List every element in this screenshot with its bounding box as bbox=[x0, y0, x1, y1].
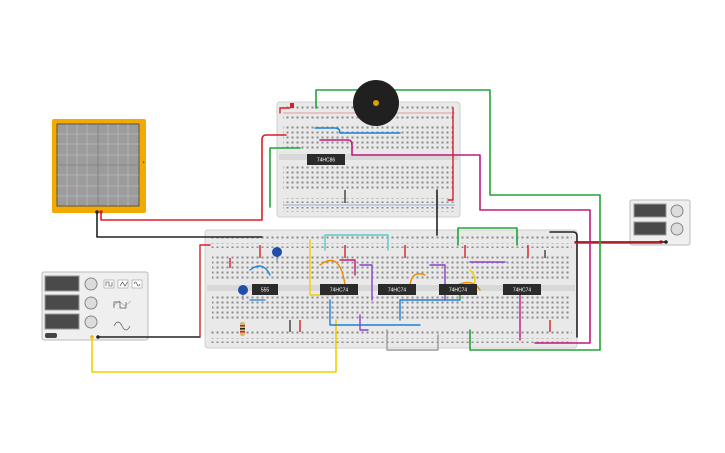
chip-label-555: 555 bbox=[261, 287, 270, 293]
oscilloscope[interactable]: ▸ bbox=[52, 119, 146, 214]
chip-label-74hc74-3: 74HC74 bbox=[449, 287, 468, 293]
chip-74hc74-2[interactable]: 74HC74 bbox=[378, 284, 416, 295]
wires[interactable] bbox=[91, 89, 667, 373]
buzzer[interactable] bbox=[353, 80, 399, 126]
chip-74hc74-3[interactable]: 74HC74 bbox=[439, 284, 477, 295]
svg-text:▸: ▸ bbox=[143, 160, 145, 164]
chip-74hc74-4[interactable]: 74HC74 bbox=[503, 284, 541, 295]
piezo-buzzer-icon bbox=[373, 100, 379, 106]
chip-label-74hc74-2: 74HC74 bbox=[388, 287, 407, 293]
chip-74hc74-1[interactable]: 74HC74 bbox=[320, 284, 358, 295]
chip-label-74hc86: 74HC86 bbox=[317, 157, 336, 163]
chip-label-74hc74-1: 74HC74 bbox=[330, 287, 349, 293]
power-supply[interactable] bbox=[629, 199, 691, 246]
triangle-wave-button[interactable] bbox=[117, 279, 129, 289]
power-switch[interactable] bbox=[45, 333, 57, 338]
resistor[interactable] bbox=[240, 322, 245, 336]
function-generator[interactable] bbox=[41, 271, 149, 341]
capacitor-1[interactable] bbox=[272, 247, 282, 262]
capacitor-2[interactable] bbox=[238, 285, 248, 300]
chip-555[interactable]: 555 bbox=[252, 284, 278, 295]
chip-label-74hc74-4: 74HC74 bbox=[513, 287, 532, 293]
led-indicator bbox=[290, 103, 294, 108]
chip-74hc86[interactable]: 74HC86 bbox=[307, 154, 345, 165]
jumper-wires[interactable] bbox=[229, 245, 551, 332]
